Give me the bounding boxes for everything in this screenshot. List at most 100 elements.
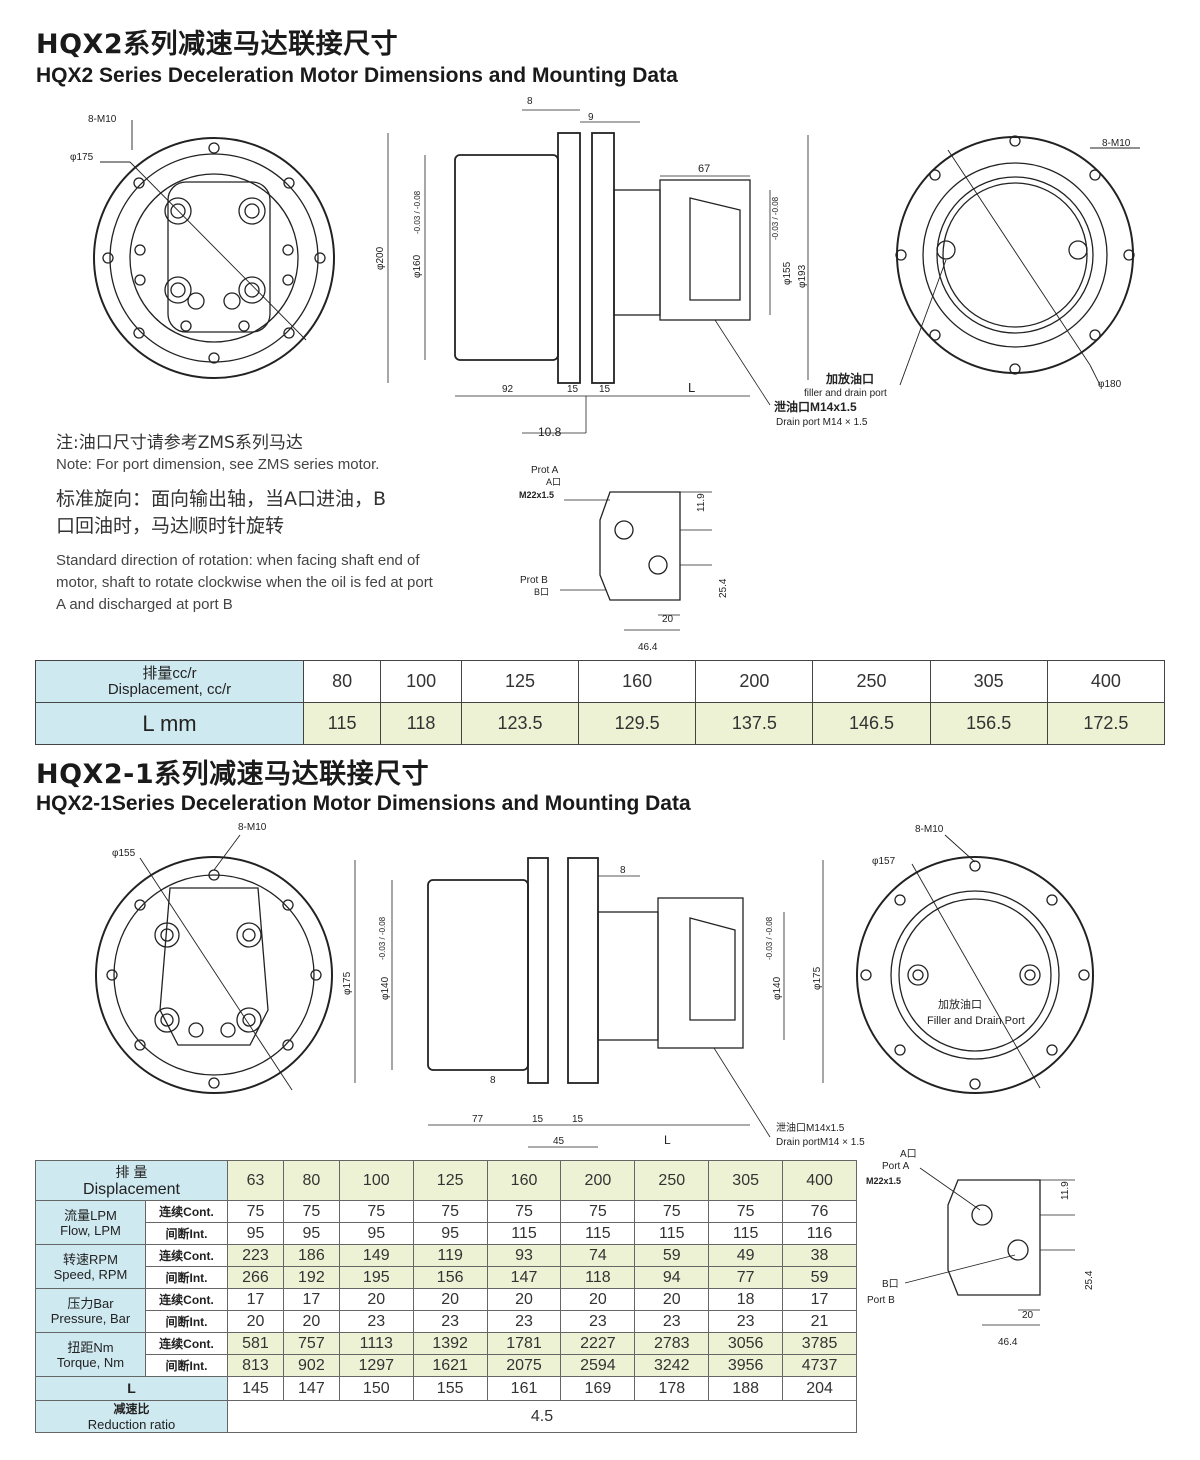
hqx2-port-dim-254: 25.4 [718,578,729,598]
hqx2-1-dim-15b: 15 [572,1114,584,1125]
hqx2-1-rear-bolts-label: 8-M10 [915,824,944,835]
hqx2-1-cell: 94 [634,1266,710,1289]
hqx2-displacement-header-cn: 排量cc/r [142,664,197,682]
hqx2-length-cell: 156.5 [929,702,1048,745]
hqx2-1-cell: 2227 [560,1332,636,1355]
hqx2-1-displacement-row: 排 量 Displacement 63 80 100 125 160 200 2… [35,1160,857,1201]
hqx2-1-cell: 115 [634,1222,710,1245]
hqx2-1-disp-cell: 80 [282,1160,340,1201]
hqx2-port-dim-464: 46.4 [638,642,658,653]
hqx2-1-ratio-label-cn: 减速比 [113,1401,150,1416]
hqx2-tol-160: -0.03 / -0.08 [413,190,422,234]
hqx2-1-torque-cont-row: 扭距Nm Torque, Nm 连续Cont. 581 757 1113 139… [35,1332,857,1377]
hqx2-1-length-row: L 145 147 150 155 161 169 178 188 204 [35,1376,857,1401]
hqx2-drawing: 8-M10 φ175 8 9 67 φ200 φ160 -0.03 / -0.0… [70,96,1140,653]
hqx2-1-dim-L: L [664,1133,671,1147]
note-cn: 注:油口尺寸请参考ZMS系列马达 [56,433,303,453]
hqx2-1-cell: 95 [412,1222,488,1245]
hqx2-length-row: L mm 115 118 123.5 129.5 137.5 146.5 156… [35,702,1166,745]
hqx2-1-cell: 17 [227,1288,284,1311]
hqx2-1-cell: 76 [782,1200,857,1223]
hqx2-1-disp-cell: 250 [634,1160,710,1201]
hqx2-1-sub-label: 连续Cont. [145,1244,228,1267]
hqx2-displacement-header: 排量cc/r Displacement, cc/r [35,660,304,703]
hqx2-rear-dia-label: φ180 [1098,379,1122,390]
hqx2-1-cell: 23 [560,1310,636,1333]
hqx2-1-cell: 23 [486,1310,562,1333]
hqx2-1-torque-int-row: 间断Int. 813 902 1297 1621 2075 2594 3242 … [36,1354,857,1377]
hqx2-1-cell: 17 [782,1288,857,1311]
hqx2-1-dim-140a: φ140 [380,976,391,1000]
hqx2-tol-155: -0.03 / -0.08 [771,196,780,240]
rotation-note-en-line1: Standard direction of rotation: when fac… [56,552,420,569]
hqx2-1-cell: 59 [634,1244,710,1267]
hqx2-rear-bolts-label: 8-M10 [1102,138,1131,149]
hqx2-disp-cell: 250 [812,660,931,703]
hqx2-1-port-dim-254: 25.4 [1084,1270,1095,1290]
hqx2-1-cell: 115 [486,1222,562,1245]
hqx2-dim-15b: 15 [599,384,611,395]
hqx2-1-cell: 161 [486,1376,562,1401]
hqx2-1-disp-cell: 100 [338,1160,414,1201]
hqx2-1-pressure-label-en: Pressure, Bar [50,1310,131,1326]
hqx2-displacement-header-en: Displacement, cc/r [107,680,232,698]
hqx2-1-cell: 23 [634,1310,710,1333]
hqx2-disp-cell: 160 [578,660,697,703]
hqx2-1-cell: 266 [227,1266,284,1289]
hqx2-1-cell: 1113 [338,1332,414,1355]
hqx2-drain-label-cn: 泄油口M14x1.5 [774,399,857,414]
hqx2-port-a-thread: M22x1.5 [519,490,554,500]
hqx2-1-cell: 75 [486,1200,562,1223]
hqx2-1-cell: 18 [708,1288,784,1311]
hqx2-1-disp-cell: 63 [227,1160,284,1201]
hqx2-1-port-dim-119: 11.9 [1060,1181,1071,1200]
hqx2-1-dim-15a: 15 [532,1114,544,1125]
hqx2-1-cell: 21 [782,1310,857,1333]
hqx2-1-dim-45: 45 [553,1136,565,1147]
hqx2-1-pressure-label-cn: 压力Bar [67,1295,114,1311]
hqx2-1-cell: 93 [486,1244,562,1267]
hqx2-1-front-view [95,834,333,1094]
section2-title-en: HQX2-1Series Deceleration Motor Dimensio… [36,792,691,815]
hqx2-port-b-cn: B口 [534,587,549,597]
hqx2-1-cell: 2075 [486,1354,562,1377]
hqx2-1-cell: 38 [782,1244,857,1267]
hqx2-1-port-detail [904,1167,1075,1326]
hqx2-length-cell: 129.5 [578,702,697,745]
hqx2-1-filler-label-en: Filler and Drain Port [927,1015,1025,1027]
hqx2-dim-155: φ155 [782,261,793,285]
hqx2-1-tol-140b: -0.03 / -0.08 [765,916,774,960]
hqx2-1-disp-cell: 125 [412,1160,488,1201]
hqx2-1-cell: 75 [227,1200,284,1223]
hqx2-1-cell: 59 [782,1266,857,1289]
hqx2-1-cell: 155 [412,1376,488,1401]
hqx2-1-flow-int-row: 间断Int. 95 95 95 95 115 115 115 115 116 [36,1222,857,1245]
hqx2-1-cell: 147 [486,1266,562,1289]
hqx2-1-speed-label-en: Speed, RPM [53,1266,128,1282]
hqx2-dim-67: 67 [698,163,710,175]
hqx2-port-a-en: Prot A [531,465,559,476]
hqx2-1-flow-label-cn: 流量LPM [64,1207,117,1223]
hqx2-1-cell: 119 [412,1244,488,1267]
hqx2-1-cell: 902 [282,1354,340,1377]
hqx2-1-sub-label: 连续Cont. [145,1288,228,1311]
hqx2-rear-view [895,135,1140,386]
hqx2-dim-108: 10.8 [538,425,562,439]
hqx2-1-disp-cell: 400 [782,1160,857,1201]
hqx2-front-dia-label: φ175 [70,152,94,163]
hqx2-dim-160: φ160 [412,254,423,278]
hqx2-1-pressure-int-row: 间断Int. 20 20 23 23 23 23 23 23 21 [36,1310,857,1333]
hqx2-length-cell: 115 [302,702,382,745]
section1-title-cn: HQX2系列减速马达联接尺寸 [36,29,399,60]
hqx2-disp-cell: 80 [302,660,382,703]
hqx2-1-cell: 75 [708,1200,784,1223]
hqx2-1-cell: 95 [227,1222,284,1245]
hqx2-1-cell: 169 [560,1376,636,1401]
hqx2-length-cell: 118 [380,702,462,745]
hqx2-port-detail [560,491,712,631]
hqx2-side-view [387,109,809,434]
rotation-note-en-line3: A and discharged at port B [56,596,233,613]
hqx2-dim-15a: 15 [567,384,579,395]
hqx2-1-cell: 75 [412,1200,488,1223]
